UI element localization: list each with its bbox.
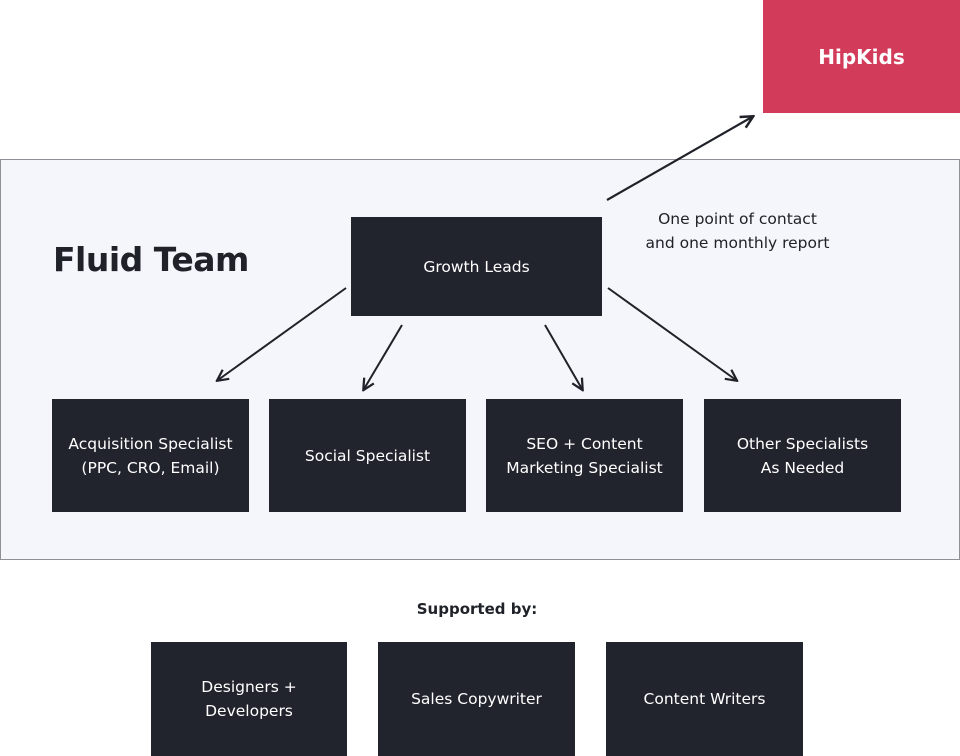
growth-leads-box: Growth Leads: [351, 217, 602, 316]
support-box-sales-copywriter: Sales Copywriter: [378, 642, 575, 756]
arrow-to-client: [606, 117, 752, 201]
client-box-hipkids: HipKids: [763, 0, 960, 113]
specialist-label: Acquisition Specialist (PPC, CRO, Email): [68, 434, 233, 477]
arrow-to-social: [364, 324, 403, 389]
supported-by-label: Supported by:: [416, 600, 538, 618]
specialist-box-acquisition: Acquisition Specialist (PPC, CRO, Email): [52, 399, 249, 512]
specialist-label: Social Specialist: [304, 446, 431, 465]
team-title: Fluid Team: [53, 240, 249, 279]
support-box-content-writers: Content Writers: [606, 642, 803, 756]
support-label: Designers + Developers: [201, 678, 297, 720]
support-label: Sales Copywriter: [411, 690, 542, 708]
growth-leads-label: Growth Leads: [423, 257, 530, 276]
contact-note: One point of contact and one monthly rep…: [645, 210, 830, 252]
specialist-label: SEO + Content Marketing Specialist: [506, 434, 663, 477]
specialist-box-other: Other Specialists As Needed: [704, 399, 901, 512]
arrow-to-acquisition: [218, 287, 347, 380]
arrow-to-other: [607, 287, 736, 380]
support-label: Content Writers: [643, 690, 766, 708]
arrow-to-seo-content: [544, 324, 582, 389]
client-label: HipKids: [818, 44, 905, 69]
specialist-box-social: Social Specialist: [269, 399, 466, 512]
specialist-label: Other Specialists As Needed: [736, 434, 869, 477]
specialist-box-seo-content: SEO + Content Marketing Specialist: [486, 399, 683, 512]
support-box-designers-developers: Designers + Developers: [151, 642, 347, 756]
